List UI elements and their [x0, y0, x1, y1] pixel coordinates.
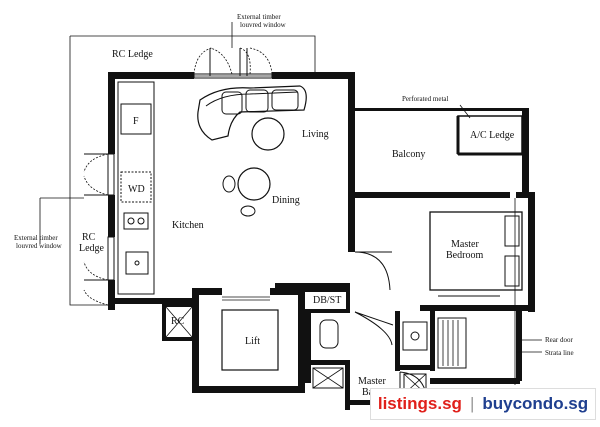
sofa: [197, 85, 307, 151]
watermark-banner: listings.sg | buycondo.sg: [370, 388, 596, 420]
watermark-brand-listings: listings.sg: [377, 394, 462, 413]
lift-label: Lift: [245, 336, 260, 347]
watermark-brand-buycondo: buycondo.sg: [482, 394, 589, 413]
rc-shaft-label: RC: [171, 316, 185, 327]
living-label: Living: [302, 129, 329, 140]
rc-ledge-left-label-line2: Ledge: [79, 243, 105, 254]
dining-set: [222, 167, 271, 217]
ac-ledge: [456, 104, 523, 156]
ac-ledge-label: A/C Ledge: [470, 130, 515, 141]
master-bath-label-line1: Master: [358, 376, 386, 387]
washer-dryer-label: WD: [128, 184, 145, 195]
left-window-note-line1: External timber: [14, 234, 58, 242]
top-window-note-line1: External timber: [237, 13, 281, 21]
rc-ledge-top-label: RC Ledge: [112, 49, 153, 60]
master-bedroom-label-line1: Master: [451, 239, 479, 250]
top-window-note-line2: louvred window: [240, 21, 287, 29]
balcony-label: Balcony: [392, 149, 425, 160]
exterior-walls: [108, 72, 535, 410]
strata-line-note: Strata line: [545, 349, 574, 357]
master-bed: [429, 211, 523, 297]
dining-label: Dining: [272, 195, 300, 206]
lift-car: [221, 296, 279, 371]
top-louvred-window: [193, 22, 273, 79]
kitchen-counter: [117, 81, 155, 295]
master-bedroom-label-line2: Bedroom: [446, 250, 483, 261]
left-louvred-window: [39, 153, 115, 306]
perforated-metal-note: Perforated metal: [402, 95, 449, 103]
kitchen-label: Kitchen: [172, 220, 204, 231]
rear-door-note: Rear door: [545, 336, 573, 344]
left-window-note-line2: louvred window: [16, 242, 63, 250]
watermark-separator: |: [469, 394, 475, 413]
strata-boundary-line: [69, 35, 316, 306]
rc-ledge-left-label-line1: RC: [82, 232, 96, 243]
fridge-label: F: [133, 116, 139, 127]
db-st-label: DB/ST: [313, 295, 341, 306]
rc-shaft-symbol: [165, 306, 193, 338]
